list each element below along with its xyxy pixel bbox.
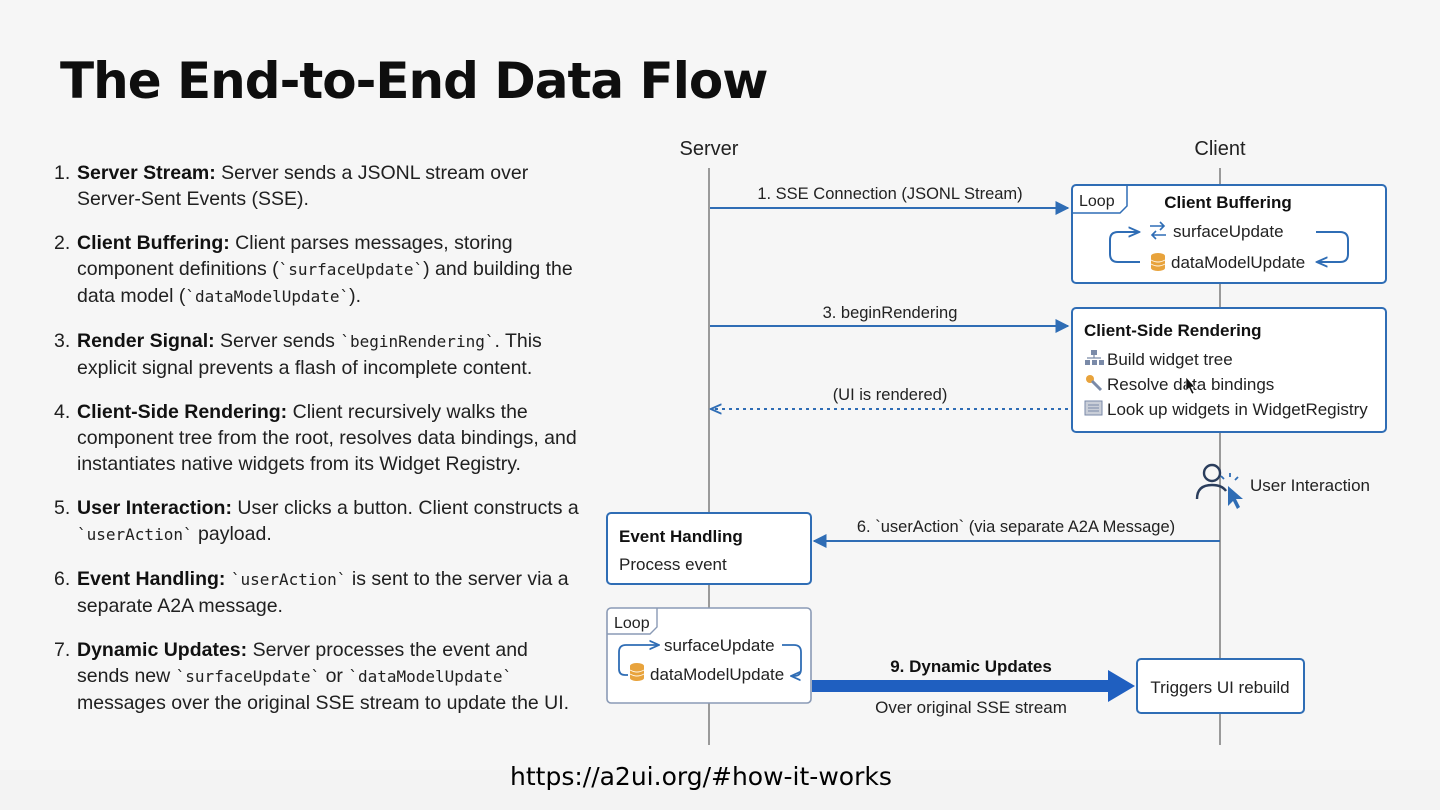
step-label: Client-Side Rendering: xyxy=(77,401,288,423)
step-item: 2. Client Buffering: Client parses messag… xyxy=(54,230,584,310)
step-number: 2. xyxy=(54,232,71,254)
step-text: Client parses messages, storing componen… xyxy=(77,232,573,307)
server-loop-tag-frame xyxy=(607,608,658,635)
dynamic-updates-arrow-head xyxy=(1108,670,1135,702)
step-label: Client Buffering: xyxy=(77,232,230,254)
server-loop-data-model-update: dataModelUpdate xyxy=(650,665,784,684)
server-loop-box xyxy=(606,607,812,704)
swap-icon xyxy=(1150,221,1166,240)
step-text: User clicks a button. Client constructs … xyxy=(77,497,579,545)
step-item: 1. Server Stream: Server sends a JSONL st… xyxy=(54,160,584,212)
step-number: 6. xyxy=(54,568,71,590)
step-item: 6. Event Handling: `userAction` is sent t… xyxy=(54,566,584,619)
steps-list: 1. Server Stream: Server sends a JSONL st… xyxy=(54,160,584,734)
step-number: 5. xyxy=(54,497,71,519)
begin-rendering-label: 3. beginRendering xyxy=(823,304,958,322)
user-action-label: 6. `userAction` (via separate A2A Messag… xyxy=(857,518,1175,536)
step-text: `userAction` is sent to the server via a… xyxy=(77,568,569,617)
event-handling-subtitle: Process event xyxy=(619,555,727,574)
event-handling-title: Event Handling xyxy=(619,527,743,546)
client-buffering-loop-arrow-right xyxy=(1316,231,1349,262)
user-interaction-icon xyxy=(1195,463,1227,500)
step-text: Server sends `beginRendering`. This expl… xyxy=(77,330,542,379)
client-buffering-loop-arrow-left xyxy=(1109,232,1140,263)
ui-rendered-label: (UI is rendered) xyxy=(833,386,948,404)
event-handling-box xyxy=(606,512,812,585)
sequence-diagram: Server Client 1. SSE Connection (JSONL S… xyxy=(606,138,1387,745)
step-label: Dynamic Updates: xyxy=(77,639,248,661)
dynamic-updates-label: 9. Dynamic Updates xyxy=(890,657,1052,676)
user-interaction-label: User Interaction xyxy=(1250,476,1370,495)
footer-url: https://a2ui.org/#how-it-works xyxy=(510,762,892,791)
step-body: Dynamic Updates: Server processes the ev… xyxy=(77,637,584,716)
step-number: 1. xyxy=(54,162,71,184)
page-title: The End-to-End Data Flow xyxy=(60,52,768,110)
step-body: Server Stream: Server sends a JSONL stre… xyxy=(77,160,584,212)
client-buffering-title: Client Buffering xyxy=(1164,193,1292,212)
step-text: Server processes the event and sends new… xyxy=(77,639,570,714)
client-rendering-build-tree: Build widget tree xyxy=(1107,350,1233,369)
step-text: Client recursively walks the component t… xyxy=(77,401,577,475)
step-number: 3. xyxy=(54,330,71,352)
step-label: Event Handling: xyxy=(77,568,226,590)
step-number: 7. xyxy=(54,639,71,661)
client-buffering-loop-tag: Loop xyxy=(1079,193,1115,210)
client-buffering-loop-tag-frame xyxy=(1072,185,1128,214)
client-buffering-data-model-update: dataModelUpdate xyxy=(1171,253,1305,272)
client-rendering-title: Client-Side Rendering xyxy=(1084,321,1262,340)
step-number: 4. xyxy=(54,401,71,423)
mouse-cursor-icon xyxy=(1185,376,1196,395)
step-label: Server Stream: xyxy=(77,162,216,184)
step-body: Event Handling: `userAction` is sent to … xyxy=(77,566,584,619)
client-rendering-box xyxy=(1071,307,1387,433)
step-item: 4. Client-Side Rendering: Client recursiv… xyxy=(54,399,584,477)
step-item: 5. User Interaction: User clicks a button… xyxy=(54,495,584,548)
step-item: 7. Dynamic Updates: Server processes the … xyxy=(54,637,584,716)
step-item: 3. Render Signal: Server sends `beginRend… xyxy=(54,328,584,381)
server-loop-arrow-right xyxy=(782,644,802,676)
database-icon xyxy=(1150,253,1166,271)
sse-connection-label: 1. SSE Connection (JSONL Stream) xyxy=(757,185,1022,203)
dynamic-updates-sublabel: Over original SSE stream xyxy=(875,698,1067,717)
step-body: Render Signal: Server sends `beginRender… xyxy=(77,328,584,381)
server-loop-arrow-left xyxy=(618,645,658,676)
triggers-ui-rebuild-label: Triggers UI rebuild xyxy=(1150,678,1289,697)
client-lifeline-label: Client xyxy=(1194,138,1246,160)
client-rendering-lookup-widgets: Look up widgets in WidgetRegistry xyxy=(1107,400,1368,419)
step-label: User Interaction: xyxy=(77,497,232,519)
step-body: Client Buffering: Client parses messages… xyxy=(77,230,584,310)
step-label: Render Signal: xyxy=(77,330,215,352)
triggers-ui-rebuild-box xyxy=(1136,658,1305,714)
step-body: User Interaction: User clicks a button. … xyxy=(77,495,584,548)
registry-icon xyxy=(1084,400,1103,416)
client-buffering-box xyxy=(1071,184,1387,284)
click-pointer-icon xyxy=(1220,473,1243,509)
server-loop-surface-update: surfaceUpdate xyxy=(664,636,775,655)
step-body: Client-Side Rendering: Client recursivel… xyxy=(77,399,584,477)
server-lifeline-label: Server xyxy=(680,138,739,160)
dynamic-updates-arrow-shaft xyxy=(812,680,1112,692)
server-loop-tag: Loop xyxy=(614,615,650,632)
client-buffering-surface-update: surfaceUpdate xyxy=(1173,222,1284,241)
tree-icon xyxy=(1085,350,1104,365)
slide: The End-to-End Data Flow 1. Server Stream… xyxy=(54,52,1387,745)
binding-icon xyxy=(1086,375,1103,392)
database-icon xyxy=(629,663,645,681)
step-text: Server sends a JSONL stream over Server-… xyxy=(77,162,529,210)
